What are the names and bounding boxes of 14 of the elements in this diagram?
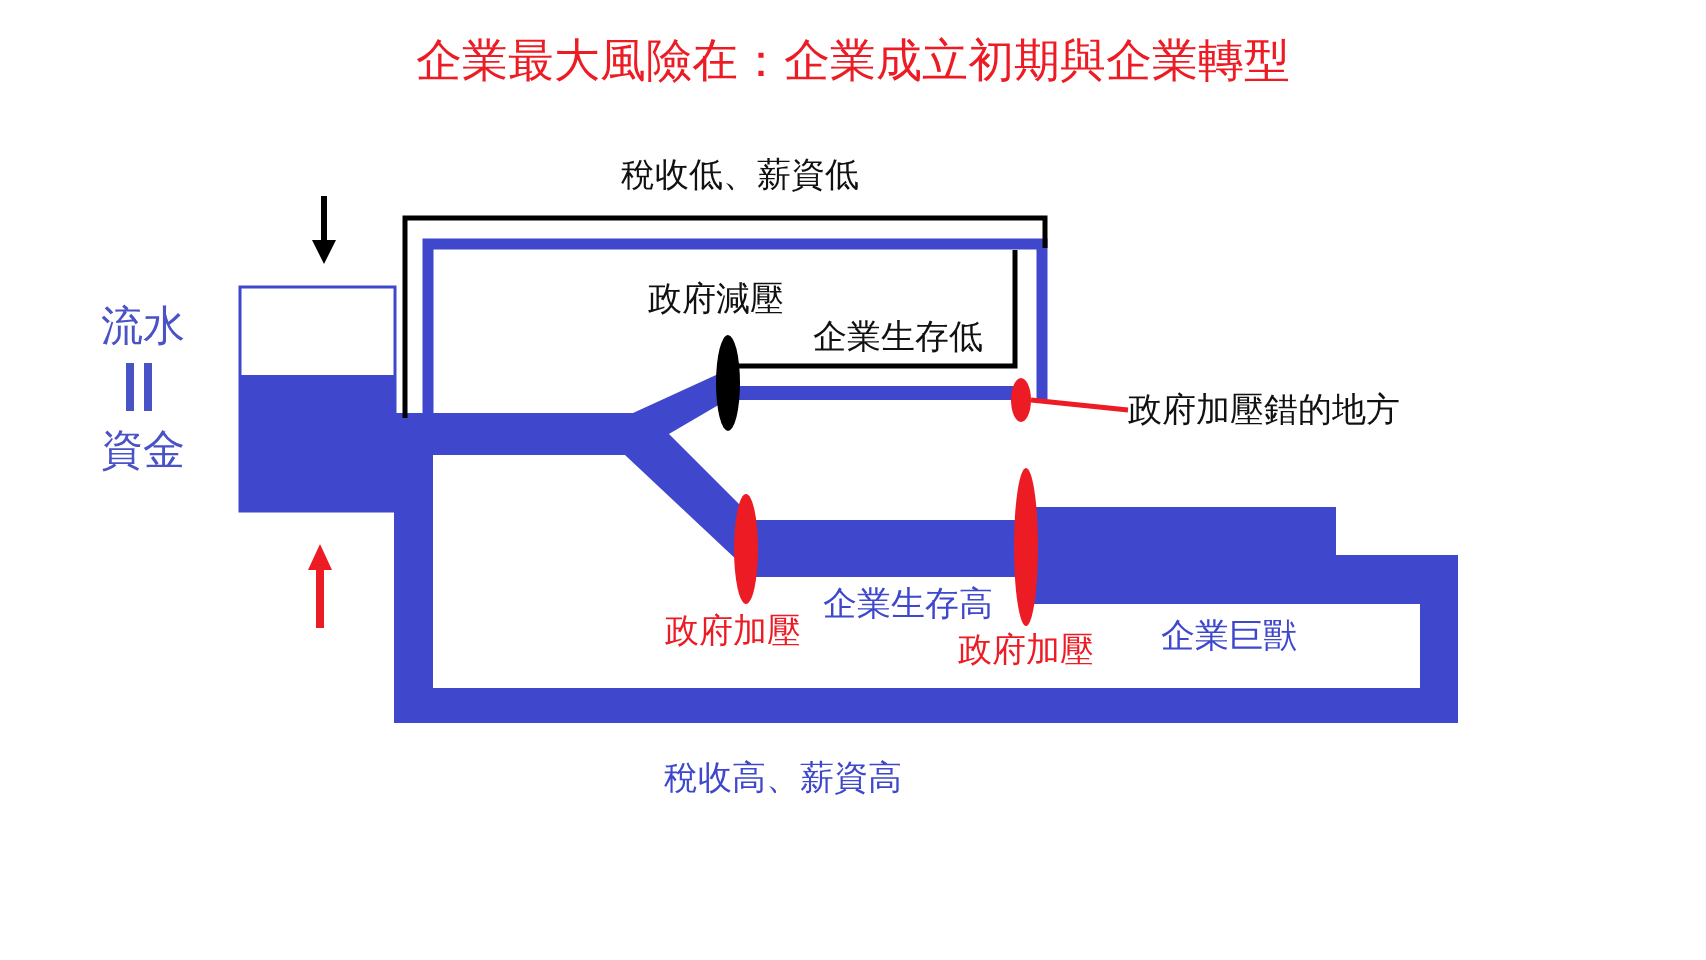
pipe-label: 稅收低、薪資低	[621, 158, 859, 192]
valve-label: 政府減壓	[648, 282, 784, 316]
pipe-label: 企業生存高	[823, 587, 993, 621]
valve-label: 政府加壓	[665, 614, 801, 648]
callout-label: 政府加壓錯的地方	[1128, 388, 1400, 432]
pipe-label: 企業巨獸	[1161, 619, 1297, 653]
side-label: 流水	[101, 305, 185, 347]
side-label: 資金	[101, 429, 185, 471]
valve-marker	[1011, 378, 1031, 422]
leader-line	[1030, 397, 1129, 413]
title: 企業最大風險在：企業成立初期與企業轉型	[416, 38, 1290, 84]
valve-label: 政府加壓	[958, 633, 1094, 667]
pipe-label: 企業生存低	[813, 320, 983, 354]
pipe-label: 稅收高、薪資高	[664, 761, 902, 795]
